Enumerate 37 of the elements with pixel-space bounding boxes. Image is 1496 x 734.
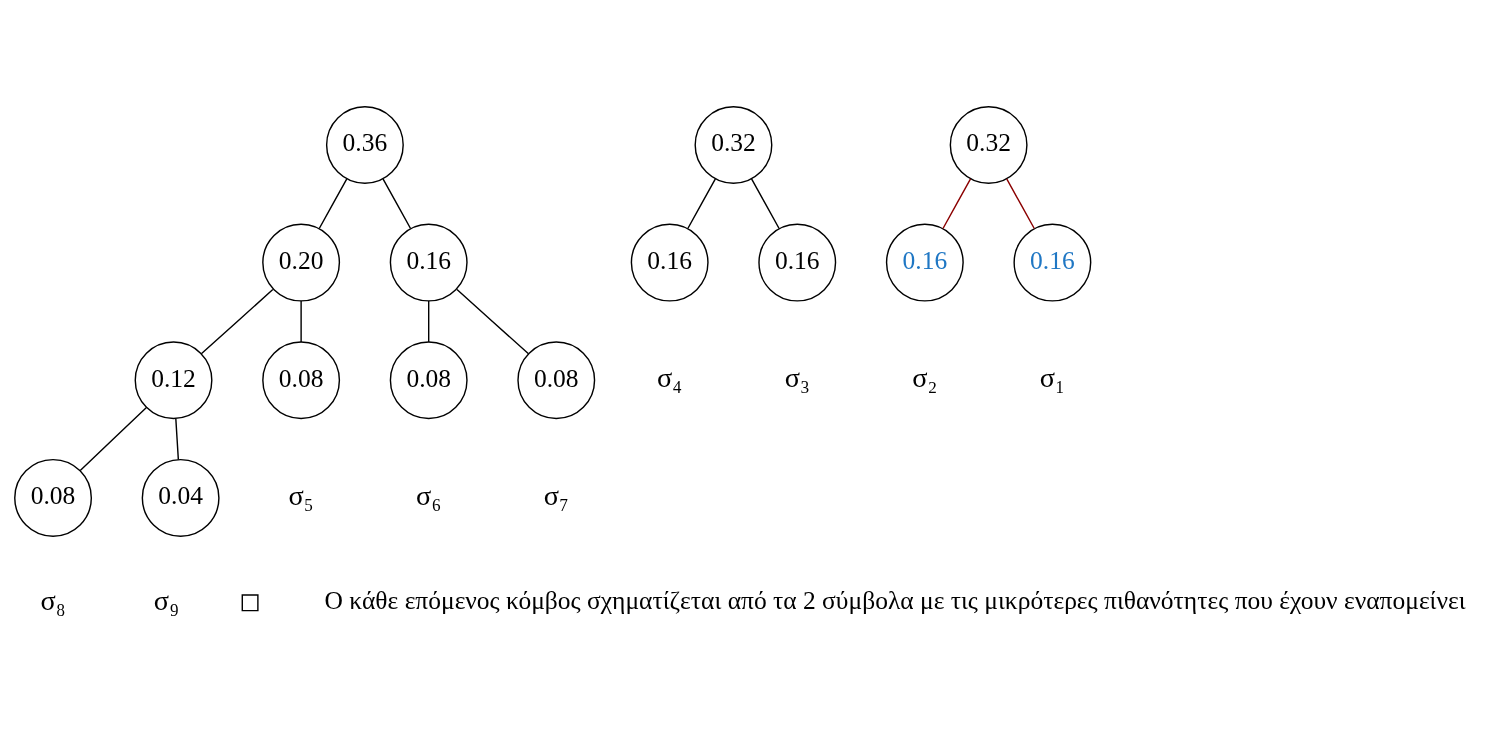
node-circle: 0.08 bbox=[389, 340, 468, 419]
node-label: σ₃ bbox=[784, 361, 810, 393]
node-circle: 0.32 bbox=[694, 105, 773, 184]
connector bbox=[318, 177, 348, 229]
node-circle: 0.08 bbox=[517, 340, 596, 419]
node-circle: 0.32 bbox=[949, 105, 1028, 184]
connector bbox=[456, 288, 530, 355]
connector bbox=[750, 177, 780, 229]
node-circle: 0.16 bbox=[758, 223, 837, 302]
node-label: σ₅ bbox=[288, 479, 314, 511]
label: Ο κάθε επόμενος κόμβος σχηματίζεται από τα 2 σύμβολα με τις μικρότερες πιθανότητες που έχουν εναπομείνει bbox=[324, 585, 1466, 615]
node-circle: 0.20 bbox=[262, 223, 341, 302]
connector bbox=[1006, 177, 1035, 229]
connector bbox=[200, 288, 274, 355]
node-label: σ₉ bbox=[153, 584, 180, 616]
node-label: σ₂ bbox=[912, 361, 938, 393]
node-label: σ₆ bbox=[416, 479, 442, 511]
node-circle: 0.12 bbox=[134, 340, 213, 419]
connector bbox=[942, 177, 972, 229]
node-circle: 0.16 bbox=[1013, 223, 1092, 302]
node-circle: 0.16 bbox=[389, 223, 468, 302]
node-circle: 0.08 bbox=[262, 340, 341, 419]
connector bbox=[687, 177, 717, 229]
node-circle: 0.16 bbox=[630, 223, 709, 302]
connector bbox=[428, 299, 430, 343]
connector bbox=[382, 177, 412, 229]
node-circle: 0.08 bbox=[14, 458, 93, 537]
node-circle: 0.36 bbox=[325, 105, 404, 184]
connector bbox=[175, 417, 180, 460]
node-label: σ₄ bbox=[657, 361, 683, 393]
node-label: σ₇ bbox=[543, 479, 569, 511]
connector bbox=[300, 299, 302, 343]
connector bbox=[79, 406, 147, 471]
node-label: σ₁ bbox=[1039, 361, 1066, 393]
node-label: σ₈ bbox=[40, 584, 66, 616]
node-circle: 0.04 bbox=[141, 458, 220, 537]
node-circle: 0.16 bbox=[885, 223, 964, 302]
